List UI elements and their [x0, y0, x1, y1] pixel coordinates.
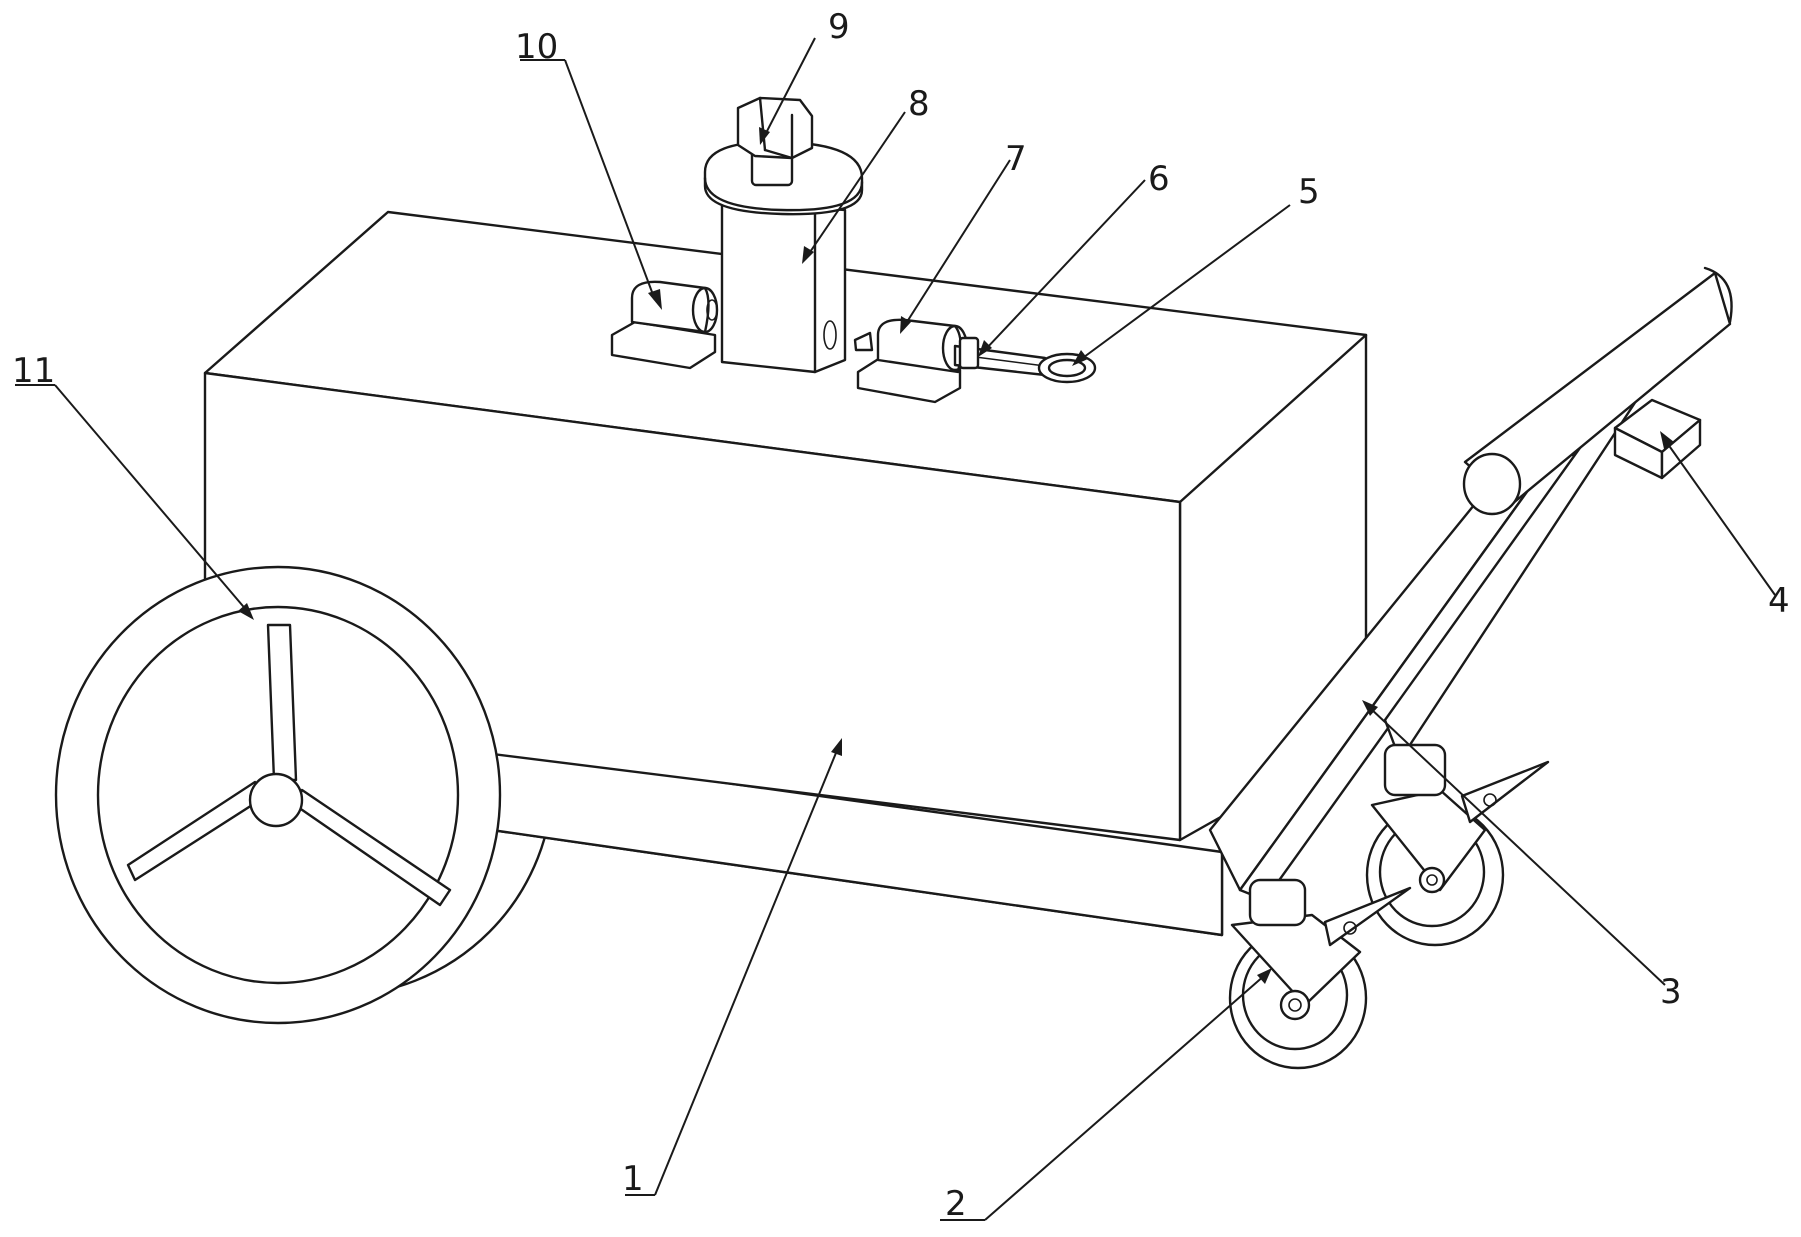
bracket-7: [853, 318, 969, 404]
caster-front-left: [1228, 878, 1412, 1070]
bolt-9: [736, 96, 814, 187]
handle-frame: [1208, 383, 1642, 902]
caster-front-right: [1365, 743, 1550, 947]
part-labels: 1 2 3 4 5 6 7 8 9 10 11: [12, 7, 1790, 1224]
wheel-spokes: [126, 623, 452, 907]
label-6: 6: [1148, 159, 1170, 199]
label-8: 8: [908, 84, 930, 124]
label-1: 1: [622, 1159, 644, 1199]
label-10: 10: [515, 27, 558, 67]
label-2: 2: [945, 1184, 967, 1224]
label-3: 3: [1660, 972, 1682, 1012]
leaders: [15, 37, 1776, 1221]
label-5: 5: [1298, 172, 1320, 212]
clamp-4: [1613, 398, 1702, 480]
label-7: 7: [1005, 139, 1027, 179]
column-8: [720, 198, 847, 374]
label-4: 4: [1768, 581, 1790, 621]
rear-wheel: [54, 565, 502, 1025]
label-11: 11: [12, 351, 55, 391]
handle-tube: [1462, 266, 1733, 516]
label-9: 9: [828, 7, 850, 47]
